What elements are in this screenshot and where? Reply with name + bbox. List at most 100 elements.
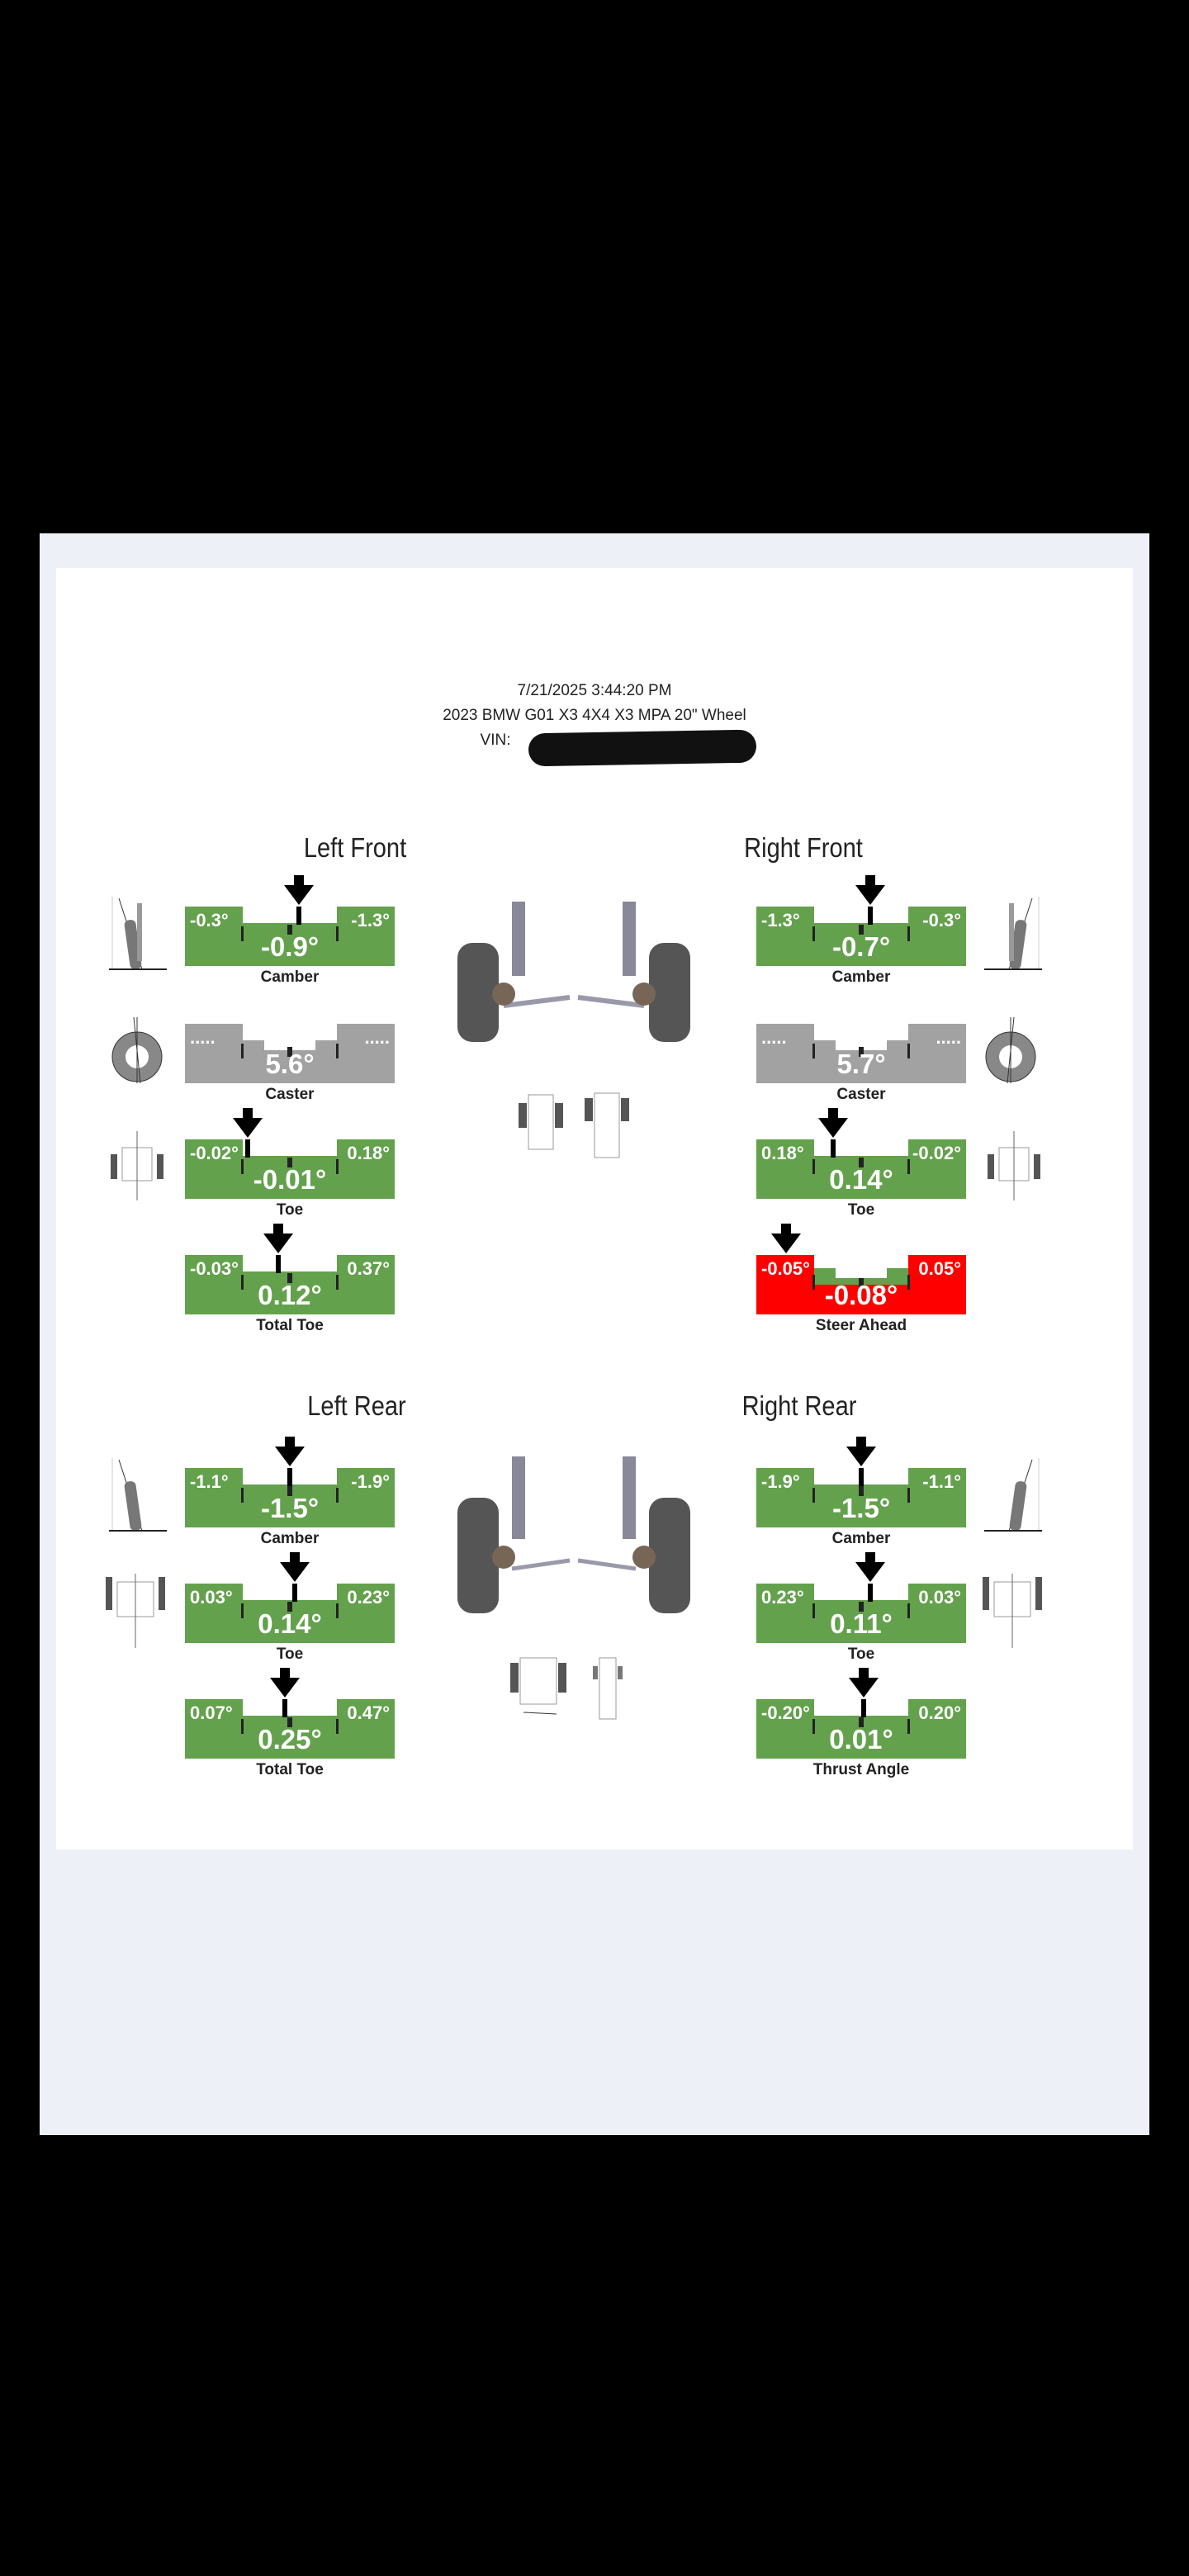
reading-pointer-arrow-icon bbox=[855, 875, 886, 925]
rf-caster-gauge: ..... ..... 5.7° Caster bbox=[756, 1024, 966, 1103]
gauge-label: Toe bbox=[847, 1646, 875, 1663]
gauge-center-mark bbox=[287, 1602, 292, 1612]
gauge-center-mark bbox=[859, 1047, 864, 1057]
thrust-angle-gauge: -0.20° 0.20° 0.01° Thrust Angle bbox=[756, 1668, 966, 1778]
gauge-min-value: 0.18° bbox=[761, 1143, 804, 1163]
reading-pointer-arrow-icon bbox=[263, 1224, 293, 1273]
gauge-separator bbox=[241, 1159, 244, 1174]
gauge-label: Toe bbox=[276, 1646, 304, 1663]
gauge-separator bbox=[812, 1275, 815, 1290]
gauge-max-value: -0.3° bbox=[922, 910, 961, 930]
gauge-separator bbox=[336, 1044, 339, 1058]
gauge-min-block bbox=[756, 1584, 814, 1643]
gauge-min-value: -1.9° bbox=[761, 1471, 800, 1492]
gauge-label: Camber bbox=[260, 1530, 320, 1547]
gauge-min-block bbox=[756, 1255, 814, 1314]
gauge-min-block bbox=[756, 907, 814, 966]
gauge-center-mark bbox=[859, 1278, 864, 1288]
gauge-label: Camber bbox=[831, 968, 891, 986]
gauge-min-value: 0.07° bbox=[190, 1702, 233, 1723]
gauge-center-mark bbox=[859, 1158, 864, 1167]
rr-toe-gauge: 0.23° 0.03° 0.11° Toe bbox=[756, 1552, 966, 1663]
gauge-separator bbox=[907, 1719, 910, 1734]
gauge-center-mark bbox=[859, 1486, 864, 1496]
gauge-min-value: ..... bbox=[761, 1027, 787, 1048]
gauge-min-block bbox=[185, 1468, 243, 1527]
report-datetime: 7/21/2025 3:44:20 PM bbox=[517, 682, 672, 699]
steer-ahead-gauge: -0.05° 0.05° -0.08° Steer Ahead bbox=[756, 1224, 966, 1334]
gauge-max-value: -1.1° bbox=[922, 1471, 961, 1492]
gauge-max-block bbox=[337, 1024, 395, 1083]
reading-pointer-arrow-icon bbox=[855, 1552, 886, 1602]
gauge-min-value: -0.02° bbox=[190, 1143, 239, 1163]
gauge-center-mark bbox=[287, 1717, 292, 1727]
reading-pointer-arrow-icon bbox=[817, 1108, 848, 1158]
reading-pointer-arrow-icon bbox=[284, 875, 315, 925]
toe-diagram-image bbox=[519, 1092, 629, 1158]
gauge-separator bbox=[336, 926, 339, 941]
gauge-separator bbox=[907, 1159, 910, 1174]
gauge-min-value: -0.03° bbox=[190, 1258, 239, 1279]
gauge-min-block bbox=[185, 1584, 243, 1643]
gauge-separator bbox=[907, 1488, 910, 1503]
gauge-reading: -1.5° bbox=[260, 1493, 320, 1523]
gauge-notch bbox=[836, 1040, 887, 1050]
gauge-max-value: 0.05° bbox=[918, 1258, 961, 1279]
gauge-max-block bbox=[908, 1584, 966, 1643]
gauge-label: Camber bbox=[831, 1530, 891, 1547]
gauge-center-mark bbox=[287, 1486, 292, 1496]
lf-camber-gauge: -0.3° -1.3° -0.9° Camber bbox=[185, 875, 395, 986]
gauge-separator bbox=[812, 926, 815, 941]
gauge-min-value: -1.1° bbox=[190, 1471, 229, 1492]
gauge-label: Total Toe bbox=[256, 1761, 324, 1778]
thrust-diagram-image bbox=[510, 1657, 623, 1720]
gauge-label: Thrust Angle bbox=[812, 1761, 910, 1778]
gauge-max-block bbox=[337, 1255, 395, 1314]
rear-toe-icon bbox=[106, 1574, 165, 1648]
right-front-title: Right Front bbox=[744, 832, 863, 863]
caster-icon bbox=[985, 1016, 1036, 1084]
gauge-max-block bbox=[908, 1255, 966, 1314]
gauge-max-value: 0.20° bbox=[918, 1702, 961, 1723]
front-suspension-image bbox=[457, 902, 690, 1042]
gauge-max-block bbox=[337, 1468, 395, 1527]
gauge-min-block bbox=[185, 1024, 243, 1083]
gauge-max-block bbox=[908, 1468, 966, 1527]
vin-label: VIN: bbox=[480, 732, 511, 749]
gauge-max-block bbox=[908, 1699, 966, 1759]
camber-icon bbox=[109, 897, 167, 970]
rear-suspension-image bbox=[457, 1456, 690, 1613]
gauge-label: Caster bbox=[836, 1086, 886, 1103]
rear-toe-icon bbox=[983, 1574, 1042, 1648]
camber-icon bbox=[984, 897, 1042, 970]
gauge-separator bbox=[241, 1275, 244, 1290]
gauge-separator bbox=[241, 1488, 244, 1503]
reading-pointer-arrow-icon bbox=[770, 1224, 801, 1253]
gauge-min-block bbox=[185, 907, 243, 966]
gauge-center-mark bbox=[859, 925, 864, 935]
left-front-title: Left Front bbox=[303, 832, 407, 863]
reading-pointer-arrow-icon bbox=[270, 1668, 301, 1717]
rf-camber-gauge: -1.3° -0.3° -0.7° Camber bbox=[756, 875, 966, 986]
gauge-reading: -0.7° bbox=[831, 931, 891, 962]
gauge-notch bbox=[264, 1040, 315, 1050]
gauge-separator bbox=[812, 1719, 815, 1734]
gauge-min-value: 0.23° bbox=[761, 1587, 804, 1608]
toe-icon bbox=[111, 1131, 163, 1200]
gauge-separator bbox=[812, 1603, 815, 1618]
lf-caster-gauge: ..... ..... 5.6° Caster bbox=[185, 1024, 395, 1103]
gauge-max-value: 0.18° bbox=[347, 1143, 390, 1163]
gauge-center-mark bbox=[287, 925, 292, 935]
gauge-separator bbox=[907, 926, 910, 941]
gauge-min-block bbox=[185, 1699, 243, 1759]
gauge-label: Caster bbox=[265, 1086, 315, 1103]
rf-toe-gauge: 0.18° -0.02° 0.14° Toe bbox=[756, 1108, 966, 1219]
gauge-max-value: 0.47° bbox=[347, 1702, 390, 1723]
gauge-reading: 5.6° bbox=[265, 1049, 315, 1079]
gauge-separator bbox=[336, 1275, 339, 1290]
gauge-min-block bbox=[756, 1139, 814, 1199]
gauge-max-value: 0.23° bbox=[347, 1587, 390, 1608]
gauge-max-value: ..... bbox=[364, 1027, 390, 1048]
vin-redaction bbox=[528, 729, 757, 767]
reading-pointer-arrow-icon bbox=[848, 1668, 879, 1717]
